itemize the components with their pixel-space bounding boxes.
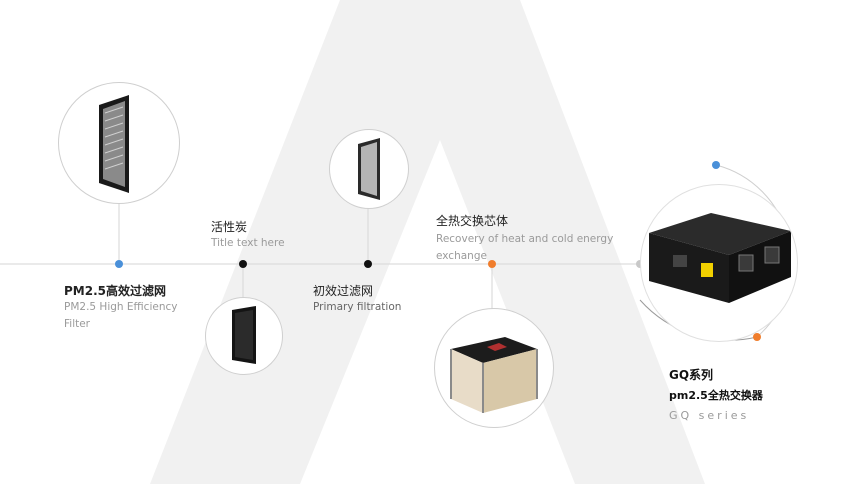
primary-filter-title: 初效过滤网 (313, 284, 374, 298)
heat-exchanger-product-image (640, 184, 798, 342)
timeline-node-pm25 (115, 260, 123, 268)
pm25-filter-subtitle-line1: PM2.5 High Efficiency (64, 301, 178, 313)
carbon-filter-image (205, 297, 283, 375)
carbon-title: 活性炭 (211, 220, 248, 234)
timeline-node-core (488, 260, 496, 268)
heat-exchange-core-image (434, 308, 554, 428)
orbit-dot-orange (753, 333, 761, 341)
primary-filter-subtitle: Primary filtration (313, 301, 402, 313)
pm25-filter-image (58, 82, 180, 204)
timeline-node-carbon (239, 260, 247, 268)
core-title: 全热交换芯体 (436, 214, 509, 228)
product-series: GQ series (669, 409, 750, 422)
carbon-subtitle: Title text here (211, 237, 285, 249)
core-subtitle-line1: Recovery of heat and cold energy (436, 233, 614, 245)
product-title: GQ系列 (669, 368, 714, 382)
primary-filter-image (329, 129, 409, 209)
core-subtitle-line2: exchange (436, 250, 487, 262)
timeline-node-primary (364, 260, 372, 268)
orbit-dot-blue (712, 161, 720, 169)
product-subtitle: pm2.5全热交换器 (669, 389, 763, 402)
pm25-filter-subtitle-line2: Filter (64, 318, 91, 330)
pm25-filter-title: PM2.5高效过滤网 (64, 284, 166, 298)
